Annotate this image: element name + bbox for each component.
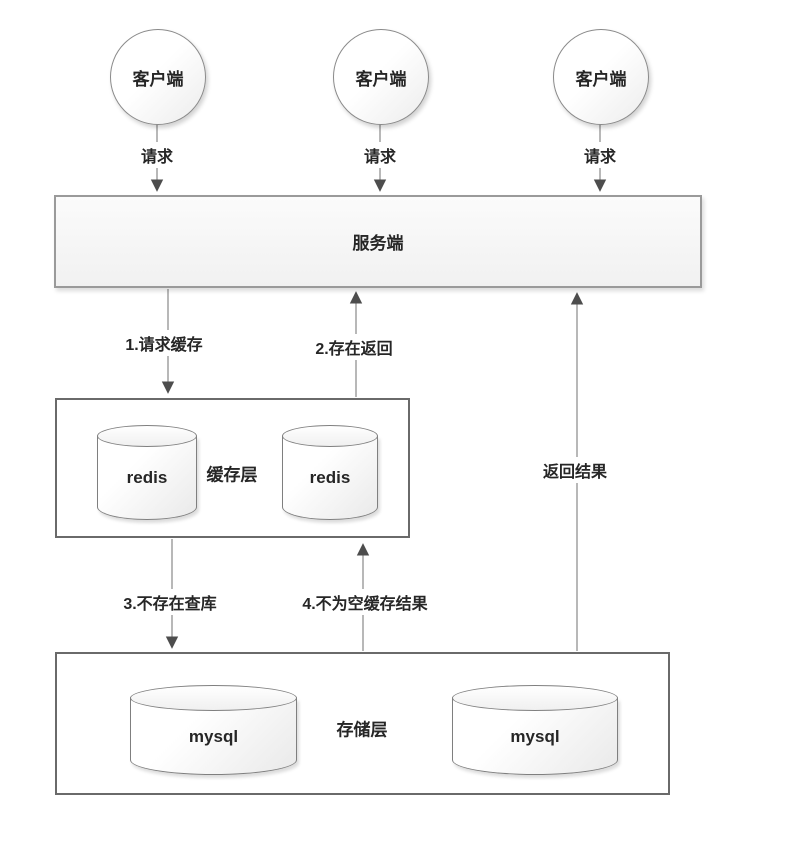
not-exists-query-label: 3.不存在查库 <box>120 589 220 615</box>
cylinder-top <box>97 425 197 447</box>
mysql-label: mysql <box>510 726 560 746</box>
request-edge-label-3: 请求 <box>580 142 620 168</box>
server-node: 服务端 <box>54 195 702 288</box>
cylinder-body <box>97 436 197 520</box>
cylinder-top <box>452 685 618 711</box>
client-node-3: 客户端 <box>553 29 649 125</box>
exists-return-label: 2.存在返回 <box>312 334 396 360</box>
redis-cylinder-1: redis <box>97 425 197 520</box>
mysql-cylinder-2: mysql <box>452 685 618 775</box>
mysql-cylinder-1: mysql <box>130 685 297 775</box>
storage-layer-title: 存储层 <box>336 720 388 740</box>
redis-cylinder-2: redis <box>282 425 378 520</box>
client-node-2: 客户端 <box>333 29 429 125</box>
client-label: 客户端 <box>575 69 627 89</box>
redis-label: redis <box>309 468 351 487</box>
redis-label: redis <box>126 468 168 487</box>
client-label: 客户端 <box>355 69 407 89</box>
request-cache-label: 1.请求缓存 <box>122 330 206 356</box>
cylinder-top <box>130 685 297 711</box>
cache-layer-title: 缓存层 <box>206 465 258 485</box>
mysql-label: mysql <box>188 726 239 746</box>
return-result-label: 返回结果 <box>539 457 611 483</box>
cache-result-label: 4.不为空缓存结果 <box>299 589 431 615</box>
cylinder-body <box>282 436 378 520</box>
client-node-1: 客户端 <box>110 29 206 125</box>
client-label: 客户端 <box>132 69 184 89</box>
cylinder-top <box>282 425 378 447</box>
server-label: 服务端 <box>352 234 404 253</box>
request-edge-label-2: 请求 <box>360 142 400 168</box>
request-edge-label-1: 请求 <box>137 142 177 168</box>
